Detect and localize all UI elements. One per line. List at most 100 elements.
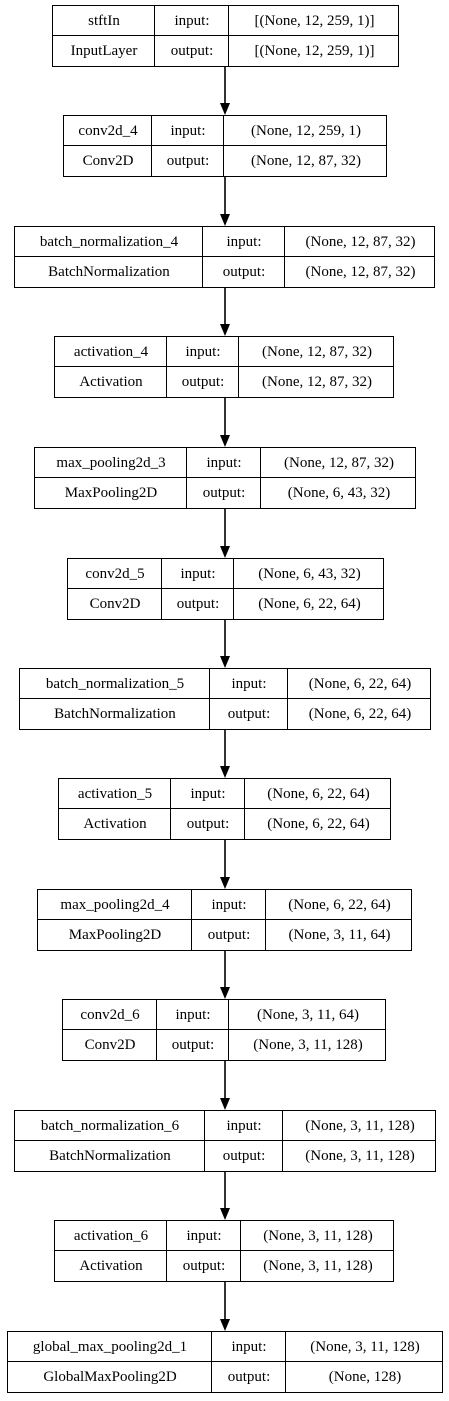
input-shape: (None, 6, 22, 64) [308,675,412,692]
arrow-head [220,324,230,336]
arrow-head [220,1098,230,1110]
output-label: output: [227,1368,271,1385]
layer-type: BatchNormalization [54,705,176,722]
output-shape: (None, 128) [328,1368,402,1385]
layer-name: conv2d_5 [85,565,145,582]
layer-type: BatchNormalization [49,1147,171,1164]
arrow-head [220,1319,230,1331]
output-shape: (None, 3, 11, 64) [288,926,391,943]
layer-type: Conv2D [84,1036,136,1053]
arrow-head [220,435,230,447]
input-shape: (None, 12, 87, 32) [262,343,372,360]
row-divider [38,919,411,920]
layer-type: MaxPooling2D [64,484,158,501]
input-shape: (None, 12, 87, 32) [284,454,394,471]
output-label: output: [207,926,251,943]
layer-type: BatchNormalization [48,263,170,280]
input-label: input: [170,122,206,139]
row-divider [35,477,415,478]
layer-type: GlobalMaxPooling2D [43,1368,177,1385]
layer-type: Activation [83,815,147,832]
output-label: output: [186,815,230,832]
column-divider [209,669,210,729]
column-divider [211,1332,212,1392]
layer-name: batch_normalization_5 [45,675,185,692]
input-label: input: [231,1338,267,1355]
input-shape: (None, 12, 259, 1) [251,122,361,139]
layer-name: activation_4 [73,343,149,360]
column-divider [228,6,229,66]
layer-type: Conv2D [89,595,141,612]
column-divider [238,337,239,397]
layer-type: Activation [79,1257,143,1274]
column-divider [166,1221,167,1281]
column-divider [233,559,234,619]
layer-name: activation_5 [77,785,153,802]
column-divider [170,779,171,839]
column-divider [287,669,288,729]
output-shape: (None, 6, 22, 64) [308,705,412,722]
input-shape: (None, 6, 43, 32) [258,565,361,582]
column-divider [151,116,152,176]
input-shape: (None, 6, 22, 64) [267,785,370,802]
input-shape: (None, 3, 11, 64) [257,1006,359,1023]
input-shape: (None, 3, 11, 128) [305,1117,415,1134]
layer-type: Conv2D [82,152,134,169]
column-divider [244,779,245,839]
row-divider [59,808,390,809]
input-label: input: [185,343,221,360]
input-label: input: [211,896,247,913]
output-shape: (None, 12, 87, 32) [262,373,372,390]
arrow-head [220,1208,230,1220]
column-divider [154,6,155,66]
row-divider [64,145,386,146]
arrow-head [220,987,230,999]
output-shape: (None, 3, 11, 128) [253,1036,363,1053]
column-divider [240,1221,241,1281]
layer-name: conv2d_4 [78,122,138,139]
column-divider [191,890,192,950]
input-label: input: [174,12,210,29]
layer-name: max_pooling2d_4 [60,896,170,913]
input-shape: (None, 12, 87, 32) [305,233,416,250]
arrow-head [220,103,230,115]
output-label: output: [166,152,210,169]
output-shape: (None, 6, 43, 32) [287,484,391,501]
layer-name: max_pooling2d_3 [56,454,166,471]
input-shape: (None, 3, 11, 128) [310,1338,420,1355]
input-label: input: [206,454,242,471]
input-label: input: [226,1117,262,1134]
input-shape: (None, 3, 11, 128) [263,1227,373,1244]
arrow-head [220,766,230,778]
layer-name: stftIn [88,12,120,29]
column-divider [204,1111,205,1171]
output-shape: (None, 12, 87, 32) [305,263,416,280]
layer-name: conv2d_6 [80,1006,140,1023]
layer-name: batch_normalization_6 [40,1117,180,1134]
output-shape: (None, 6, 22, 64) [267,815,370,832]
output-label: output: [222,263,266,280]
row-divider [53,35,398,36]
output-label: output: [227,705,271,722]
column-divider [228,1000,229,1060]
input-label: input: [186,1227,222,1244]
output-shape: (None, 3, 11, 128) [305,1147,415,1164]
column-divider [265,890,266,950]
row-divider [55,366,393,367]
output-label: output: [222,1147,266,1164]
input-shape: [(None, 12, 259, 1)] [254,12,375,29]
column-divider [282,1111,283,1171]
input-label: input: [226,233,262,250]
column-divider [285,1332,286,1392]
column-divider [223,116,224,176]
